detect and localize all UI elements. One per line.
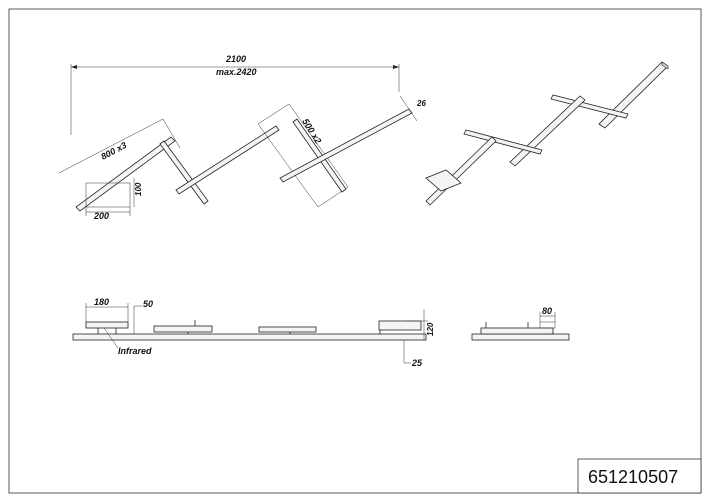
top-view: 2100 max.2420 800 x3 200 100 500 x2 26 <box>58 54 426 221</box>
label-infrared: Infrared <box>118 346 152 356</box>
dim-side-canopy-width: 180 <box>94 297 109 307</box>
dim-overall-length: 2100 <box>225 54 246 64</box>
side-view: 180 50 Infrared 120 25 <box>72 297 435 368</box>
dim-canopy-height: 100 <box>134 182 143 196</box>
dim-bar-800: 800 x3 <box>99 140 128 162</box>
dim-bar-width: 26 <box>416 99 426 108</box>
part-number: 651210507 <box>588 467 678 487</box>
dim-side-height: 50 <box>143 299 153 309</box>
title-block: 651210507 <box>577 458 702 494</box>
isometric-view <box>425 61 669 206</box>
drawing-frame <box>8 8 702 494</box>
dim-total-height: 120 <box>426 322 435 336</box>
dim-max-length: max.2420 <box>216 67 257 77</box>
dim-bar-thickness: 25 <box>411 358 423 368</box>
dim-end-width: 80 <box>542 306 552 316</box>
end-view: 80 <box>471 306 570 341</box>
dim-canopy-length: 200 <box>93 211 109 221</box>
